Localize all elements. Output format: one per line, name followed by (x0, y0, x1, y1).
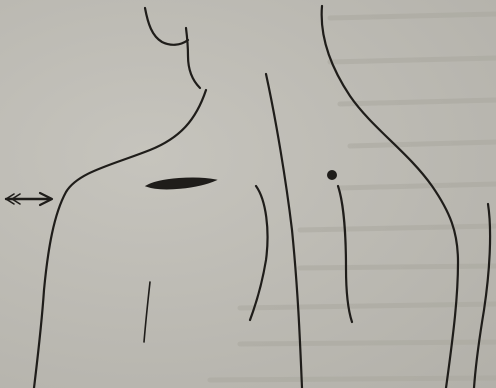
neck-right-outline (186, 28, 200, 88)
spine-line (266, 74, 302, 388)
spot-mark (327, 170, 337, 180)
right-scapula-outline (338, 186, 352, 322)
neck-left-outline (145, 8, 188, 45)
left-flank-outline (144, 282, 150, 342)
wound-mark (146, 178, 216, 189)
arrow-pointing-right (6, 193, 52, 205)
left-shoulder-outline (34, 90, 206, 388)
left-scapula-outline (250, 186, 268, 320)
right-arm-outline (474, 204, 490, 388)
